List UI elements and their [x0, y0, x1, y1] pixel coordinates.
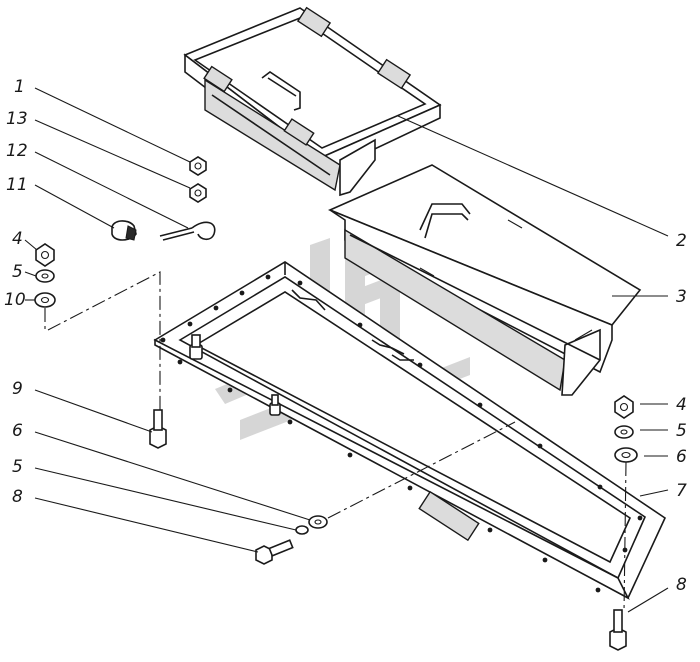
nut-part-1: [189, 156, 207, 176]
assembly-axis-lines: [44, 271, 627, 613]
washer-part-5-right: [614, 425, 634, 439]
callout-5-left: 5: [12, 262, 23, 282]
plate-studs: [189, 334, 281, 416]
leader-lines: [24, 87, 669, 613]
callout-8-right: 8: [676, 575, 687, 595]
washer-part-10: [34, 292, 56, 308]
callout-6-left: 6: [12, 421, 23, 441]
nut-part-4-right: [614, 395, 634, 419]
callout-8-left: 8: [12, 487, 23, 507]
washer-part-6-right: [614, 447, 638, 463]
hook-part-12: [159, 221, 216, 241]
washer-part-5-bottom: [295, 525, 309, 535]
part-2-upper-frame: [183, 6, 442, 197]
callout-labels: 1 13 12 11 4 5 10 9 6 5 8 2 3 4 5 6 7 8: [4, 77, 687, 595]
callout-9: 9: [12, 379, 23, 399]
callout-6-right: 6: [676, 447, 687, 467]
callout-2: 2: [676, 231, 687, 251]
base-plate-holes: [160, 274, 643, 593]
callout-3: 3: [676, 287, 687, 307]
part-3-cover: [327, 164, 642, 396]
callout-4-right: 4: [676, 395, 687, 415]
bolt-part-8-left: [255, 539, 294, 565]
callout-5-right: 5: [676, 421, 687, 441]
callout-4-left: 4: [12, 229, 23, 249]
cap-part-11: [111, 220, 137, 241]
callout-5-bottom: 5: [12, 457, 23, 477]
callout-13: 13: [6, 109, 28, 129]
part-7-base-plate: [153, 261, 667, 600]
nut-part-13: [189, 183, 207, 203]
bolt-part-9: [149, 409, 167, 449]
nut-part-4-left: [35, 243, 55, 267]
callout-10: 10: [4, 290, 26, 310]
callout-7: 7: [676, 481, 687, 501]
hardware-left: [34, 156, 328, 565]
washer-part-5-left: [35, 269, 55, 283]
bolt-part-8-right: [609, 609, 627, 651]
callout-1: 1: [14, 77, 25, 97]
washer-part-6-left: [308, 515, 328, 529]
callout-11: 11: [6, 175, 28, 195]
callout-12: 12: [6, 141, 28, 161]
